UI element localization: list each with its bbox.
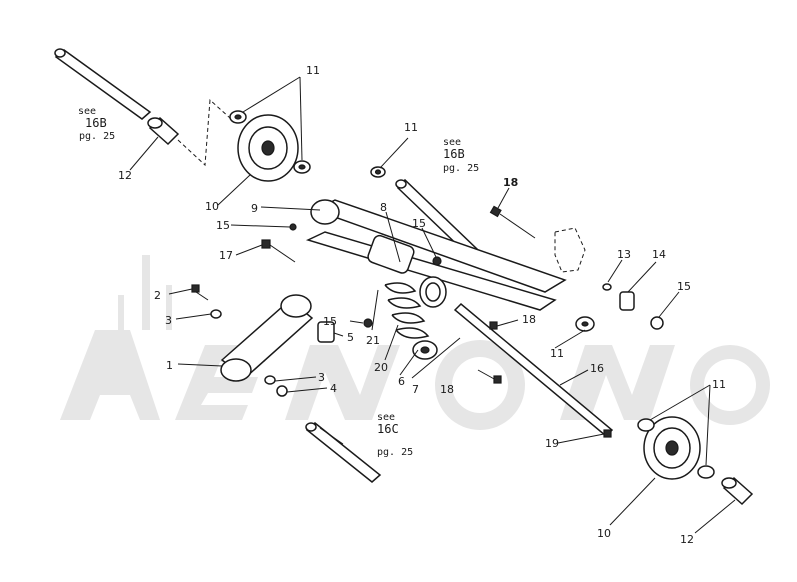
callout-10-upper: 10 <box>205 200 219 213</box>
washer-3-upper <box>210 309 222 319</box>
callout-12-lower: 12 <box>680 533 694 546</box>
nut-15-upper <box>289 223 297 231</box>
washer-3-lower <box>264 375 276 385</box>
washer-11-upper-right <box>293 160 311 174</box>
bolt-18-mid <box>489 321 498 330</box>
callout-18-mid: 18 <box>522 313 536 326</box>
ref-a-see: see <box>78 106 96 117</box>
washer-11-right <box>575 316 595 332</box>
ref-a-code: 16B <box>85 116 107 130</box>
bolt-19 <box>603 429 612 438</box>
leader-lines <box>129 76 736 534</box>
washer-11-lower-left <box>637 418 655 432</box>
ref-c-see: see <box>377 412 395 423</box>
pivot-ring <box>419 276 447 308</box>
callout-3-upper: 3 <box>165 314 172 327</box>
callout-5: 5 <box>347 331 354 344</box>
reference-note-lower: see 16C pg. 25 <box>377 412 413 458</box>
callout-15-a: 15 <box>216 219 230 232</box>
callout-7: 7 <box>412 383 419 396</box>
sleeve-14 <box>619 291 635 311</box>
dashed-bracket <box>554 227 586 273</box>
callout-14: 14 <box>652 248 666 261</box>
bolt-18-lower <box>477 369 502 384</box>
callout-3-lower: 3 <box>318 371 325 384</box>
callout-17: 17 <box>219 249 233 262</box>
spacer-5 <box>317 321 335 343</box>
idler-wheel-10-upper <box>237 114 299 182</box>
callout-11-lower: 11 <box>712 378 726 391</box>
callout-13: 13 <box>617 248 631 261</box>
bushing-12-upper <box>147 116 180 146</box>
callout-21: 21 <box>366 334 380 347</box>
cross-shaft-16 <box>453 302 614 438</box>
ref-b-see: see <box>443 137 461 148</box>
ref-c-code: 16C <box>377 422 399 436</box>
watermark-graphic <box>60 255 770 430</box>
callout-18-lower: 18 <box>440 383 454 396</box>
callout-12-upper: 12 <box>118 169 132 182</box>
callout-20: 20 <box>374 361 388 374</box>
callout-4: 4 <box>330 382 337 395</box>
bolt-18-top <box>489 205 536 239</box>
callout-18-top: 18 <box>503 176 518 189</box>
callout-11-upper: 11 <box>306 64 320 77</box>
bolt-17 <box>261 239 296 263</box>
reference-note-upper-left: see 16B pg. 25 <box>78 106 115 142</box>
callout-19: 19 <box>545 437 559 450</box>
callout-6: 6 <box>398 375 405 388</box>
washer-11-mid <box>370 166 386 178</box>
callout-11-right: 11 <box>550 347 564 360</box>
rear-axle-shaft-upper <box>54 48 152 120</box>
callout-15-d: 15 <box>677 280 691 293</box>
ref-a-page: pg. 25 <box>79 131 115 142</box>
bushing-12-lower <box>721 476 754 506</box>
pin-13 <box>602 283 612 291</box>
shock-absorber-spring <box>367 234 438 360</box>
reference-note-upper-right: see 16B pg. 25 <box>443 137 479 174</box>
callout-9: 9 <box>251 202 258 215</box>
nut-15-lower <box>363 318 373 328</box>
callout-labels: 11 12 10 11 9 8 15 15 18 17 2 3 1 3 4 5 … <box>118 64 726 546</box>
callout-10-lower: 10 <box>597 527 611 540</box>
callout-8: 8 <box>380 201 387 214</box>
callout-15-b: 15 <box>412 217 426 230</box>
rear-link-arm <box>220 294 314 382</box>
bolt-2 <box>191 284 209 301</box>
callout-15-c: 15 <box>323 315 337 328</box>
idler-wheel-10-lower <box>643 416 701 480</box>
ref-c-page: pg. 25 <box>377 447 413 458</box>
nut-15-right <box>650 316 664 330</box>
dashed-guide-upper <box>177 98 231 167</box>
callout-1: 1 <box>166 359 173 372</box>
ref-b-code: 16B <box>443 147 465 161</box>
shaft-16c <box>305 422 382 483</box>
callout-11-mid: 11 <box>404 121 418 134</box>
washer-11-lower-right <box>697 465 715 479</box>
nut-4 <box>276 385 288 397</box>
callout-2: 2 <box>154 289 161 302</box>
callout-16: 16 <box>590 362 604 375</box>
nut-15-middle <box>432 256 442 266</box>
ref-b-page: pg. 25 <box>443 163 479 174</box>
washer-11-upper-left <box>229 110 247 124</box>
